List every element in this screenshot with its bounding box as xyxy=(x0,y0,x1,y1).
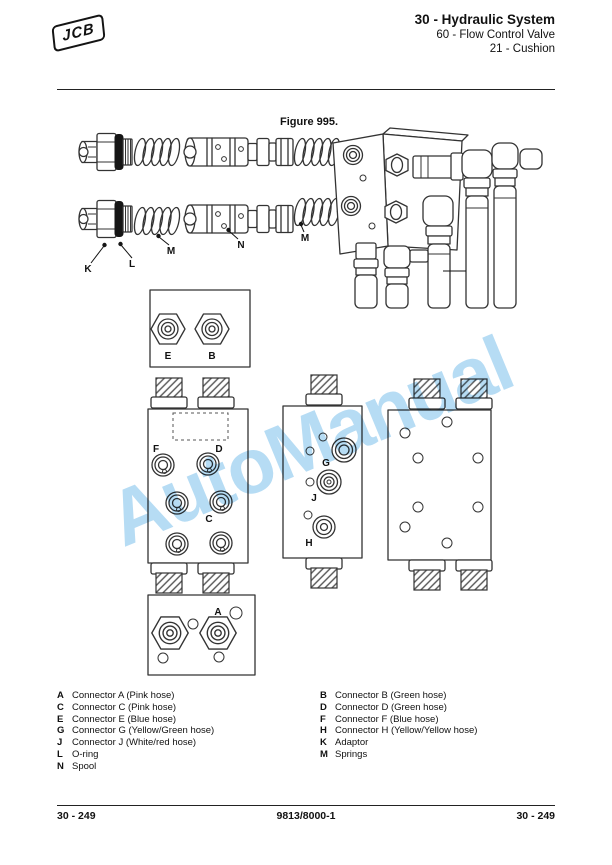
legend-key: B xyxy=(320,690,327,701)
legend-desc: Connector D (Green hose) xyxy=(335,701,447,713)
part-label-k: K xyxy=(84,264,92,275)
legend-key: E xyxy=(57,713,64,725)
legend-desc: Connector B (Green hose) xyxy=(335,690,447,701)
legend-desc: Connector F (Blue hose) xyxy=(335,713,439,725)
page-subtitle-2: 21 - Cushion xyxy=(489,43,555,55)
legend-row: D Connector D (Green hose) xyxy=(320,702,477,714)
header-title-block: 30 - Hydraulic System 60 - Flow Control … xyxy=(415,12,555,56)
legend-row: H Connector H (Yellow/Yellow hose) xyxy=(320,725,477,737)
legend-row: K Adaptor xyxy=(320,737,477,749)
legend-key: A xyxy=(57,690,64,701)
figure-caption: Figure 995. xyxy=(280,116,339,128)
page-title: 30 - Hydraulic System xyxy=(414,12,555,27)
legend-key: H xyxy=(320,725,327,737)
legend-row: A Connector A (Pink hose) xyxy=(57,690,214,702)
legend-key: G xyxy=(57,725,65,737)
port-label-h: H xyxy=(305,538,312,549)
plate-a: A xyxy=(147,594,256,676)
plate-eb: E B xyxy=(149,289,251,368)
port-label-d: D xyxy=(215,444,222,455)
legend-desc: Connector H (Yellow/Yellow hose) xyxy=(335,725,478,737)
port-label-a: A xyxy=(214,607,221,618)
footer-doc-number: 9813/8000-1 xyxy=(276,810,336,822)
part-label-m1: M xyxy=(167,246,175,257)
legend-desc: Connector G (Yellow/Green hose) xyxy=(72,725,215,737)
legend-desc: Connector A (Pink hose) xyxy=(72,690,175,701)
port-label-c: C xyxy=(205,514,212,525)
page-subtitle-1: 60 - Flow Control Valve xyxy=(436,29,555,41)
port-label-f: F xyxy=(153,444,159,455)
exploded-assembly xyxy=(78,132,344,239)
part-label-m2: M xyxy=(301,233,309,244)
legend-key: L xyxy=(57,748,63,760)
legend-key: K xyxy=(320,737,327,749)
legend-right-column: B Connector B (Green hose) D Connector D (… xyxy=(320,690,477,761)
footer-page-number-right: 30 - 249 xyxy=(516,810,555,822)
part-label-n: N xyxy=(237,240,244,251)
legend-desc: Springs xyxy=(335,748,368,760)
legend-row: F Connector F (Blue hose) xyxy=(320,714,477,726)
legend-key: M xyxy=(320,748,328,760)
exploded-part-labels: K L M N M xyxy=(84,221,309,275)
legend-key: N xyxy=(57,760,64,772)
legend-key: C xyxy=(57,701,64,713)
legend-desc: O-ring xyxy=(72,748,99,760)
legend-row: M Springs xyxy=(320,749,477,761)
legend-left-column: A Connector A (Pink hose) C Connector C (P… xyxy=(57,690,214,773)
legend-key: D xyxy=(320,701,327,713)
header-rule xyxy=(57,89,555,90)
legend-desc: Spool xyxy=(72,760,97,772)
part-label-l: L xyxy=(129,259,135,270)
legend-desc: Connector C (Pink hose) xyxy=(72,701,177,713)
footer-page-number-left: 30 - 249 xyxy=(57,810,96,822)
legend-row: G Connector G (Yellow/Green hose) xyxy=(57,725,214,737)
legend-desc: Connector J (White/red hose) xyxy=(72,737,197,749)
valve-body-left: F D C xyxy=(147,377,249,594)
legend-row: E Connector E (Blue hose) xyxy=(57,714,214,726)
legend-row: B Connector B (Green hose) xyxy=(320,690,477,702)
legend-row: L O-ring xyxy=(57,749,214,761)
legend-row: N Spool xyxy=(57,761,214,773)
valve-body-middle: G J H xyxy=(282,374,363,589)
port-label-b: B xyxy=(208,351,215,362)
port-label-g: G xyxy=(322,458,330,469)
legend-desc: Connector E (Blue hose) xyxy=(72,713,177,725)
legend-row: J Connector J (White/red hose) xyxy=(57,737,214,749)
legend-key: F xyxy=(320,713,326,725)
legend-key: J xyxy=(57,737,63,749)
footer-rule xyxy=(57,805,555,806)
port-label-e: E xyxy=(165,351,172,362)
valve-body-right xyxy=(387,378,493,591)
legend-row: C Connector C (Pink hose) xyxy=(57,702,214,714)
valve-block-3d xyxy=(332,127,543,309)
port-label-j: J xyxy=(311,493,317,504)
legend-desc: Adaptor xyxy=(335,737,369,749)
